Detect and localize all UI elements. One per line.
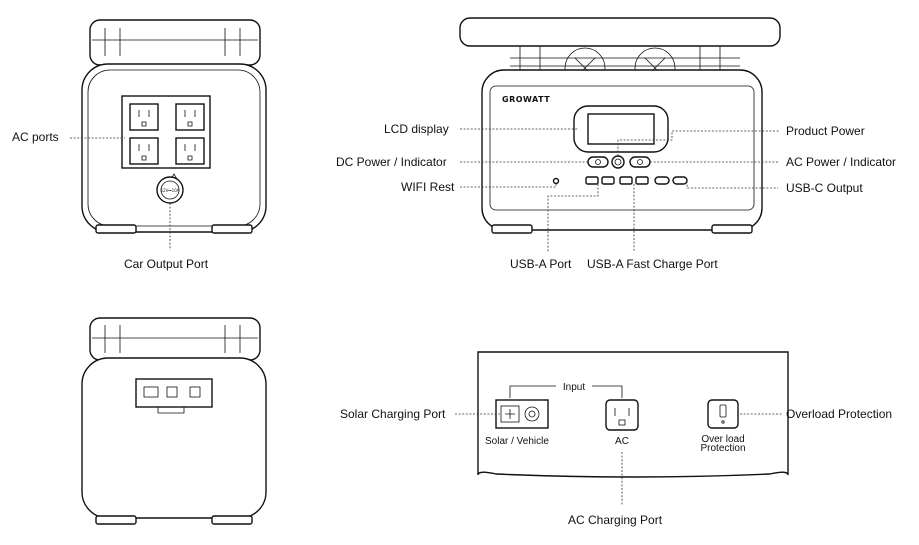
label-car-output-port: Car Output Port — [124, 257, 209, 271]
label-wifi-rest: WIFI Rest — [401, 180, 455, 194]
side-view-ac: 12V⎓10A AC ports Car Output Port — [12, 19, 267, 271]
usb-a-port-1[interactable] — [585, 176, 599, 185]
front-panel — [489, 85, 755, 211]
ac-power-button[interactable] — [629, 156, 651, 168]
label-usb-a-fast-charge-port: USB-A Fast Charge Port — [587, 257, 718, 271]
label-usb-c-output: USB-C Output — [786, 181, 863, 195]
usb-a-port-2[interactable] — [601, 176, 615, 185]
back-view — [81, 317, 267, 525]
back-handle — [89, 317, 261, 361]
usb-a-fast-port-2[interactable] — [635, 176, 649, 185]
label-lcd-display: LCD display — [384, 122, 449, 136]
input-heading: Input — [563, 382, 585, 393]
usb-c-port-1[interactable] — [654, 176, 670, 185]
ac-outlet-panel — [121, 95, 211, 169]
label-overload-protection: Overload Protection — [786, 407, 892, 421]
input-panel-detail: Input Solar / Vehicle AC Over load Prote… — [340, 351, 892, 527]
ac-input-label: AC — [615, 436, 629, 447]
label-ac-ports: AC ports — [12, 130, 59, 144]
label-ac-charging-port: AC Charging Port — [568, 513, 663, 527]
lcd-display — [587, 113, 655, 145]
dc-power-button[interactable] — [587, 156, 609, 168]
wifi-reset-button[interactable] — [552, 177, 560, 185]
product-power-button[interactable] — [611, 155, 625, 169]
ac-outlet-3[interactable] — [129, 137, 159, 165]
back-input-panel — [135, 378, 213, 408]
leader-wifi — [460, 183, 557, 188]
overload-protection-switch[interactable] — [707, 399, 739, 429]
brand-logo: GROWATT — [502, 95, 550, 104]
label-usb-a-port: USB-A Port — [510, 257, 572, 271]
leader-product-power — [617, 130, 780, 156]
label-product-power: Product Power — [786, 124, 865, 138]
top-handle — [459, 17, 781, 47]
ac-input-port[interactable] — [605, 399, 639, 431]
label-solar-charging-port: Solar Charging Port — [340, 407, 446, 421]
usb-c-port-2[interactable] — [672, 176, 688, 185]
car-port-rating: 12V⎓10A — [161, 188, 180, 193]
usb-a-fast-port-1[interactable] — [619, 176, 633, 185]
label-ac-power-indicator: AC Power / Indicator — [786, 155, 896, 169]
carry-handle — [89, 19, 261, 66]
label-dc-power-indicator: DC Power / Indicator — [336, 155, 447, 169]
back-body — [81, 357, 267, 519]
solar-vehicle-port[interactable] — [495, 399, 549, 429]
leader-usb-a — [547, 184, 599, 252]
overload-label-line2: Protection — [700, 443, 745, 454]
ac-outlet-4[interactable] — [175, 137, 205, 165]
ac-outlet-1[interactable] — [129, 103, 159, 131]
ac-outlet-2[interactable] — [175, 103, 205, 131]
overload-label-line1: Over load — [701, 434, 744, 445]
lcd-bezel — [573, 105, 669, 153]
solar-vehicle-label: Solar / Vehicle — [485, 436, 549, 447]
front-view: GROWATT LCD display DC Power / Indicator… — [336, 17, 896, 271]
